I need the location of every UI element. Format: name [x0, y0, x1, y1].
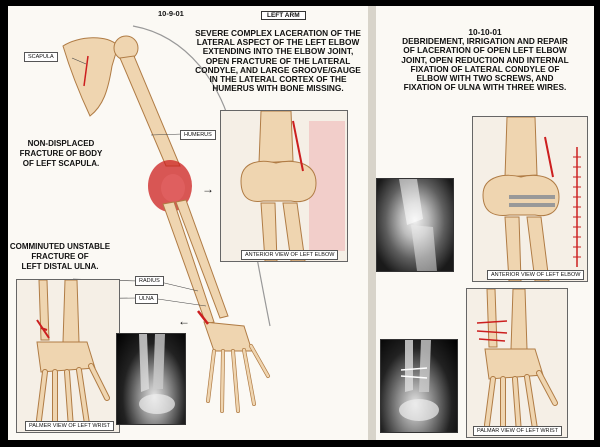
procedure-description: 10-10-01 DEBRIDEMENT, IRRIGATION AND REP… — [376, 27, 594, 92]
scapula-fracture-note: NON-DISPLACED FRACTURE OF BODY OF LEFT S… — [19, 139, 103, 168]
ulna-fracture-note: COMMINUTED UNSTABLE FRACTURE OF LEFT DIS… — [9, 242, 111, 271]
full-arm-illustration — [47, 25, 271, 413]
right-elbow-xray — [376, 178, 454, 272]
left-elbow-drawing — [240, 111, 345, 261]
right-wrist-drawing — [476, 289, 558, 436]
left-date: 10-9-01 — [158, 9, 184, 18]
right-wrist-panel: PALMAR VIEW OF LEFT WRIST — [466, 288, 568, 438]
right-wrist-caption: PALMAR VIEW OF LEFT WRIST — [473, 426, 563, 436]
right-elbow-xray-bones — [399, 179, 437, 271]
humerus-label: HUMERUS — [180, 130, 216, 140]
center-divider — [368, 6, 376, 440]
left-elbow-caption: ANTERIOR VIEW OF LEFT ELBOW — [241, 250, 339, 260]
left-wrist-drawing — [36, 280, 110, 431]
right-xray-bones — [399, 340, 439, 421]
scapula-label: SCAPULA — [24, 52, 58, 62]
right-elbow-drawing — [482, 117, 581, 281]
right-wrist-xray — [380, 339, 458, 433]
right-elbow-caption: ANTERIOR VIEW OF LEFT ELBOW — [487, 270, 585, 280]
wrist-arrow: ← — [178, 314, 190, 328]
injury-description: SEVERE COMPLEX LACERATION OF THE LATERAL… — [195, 28, 361, 94]
ulna-label: ULNA — [135, 294, 158, 304]
exhibit-board: 10-9-01 LEFT ARM SCAPULA HUMERUS RADIUS — [8, 6, 594, 440]
left-wrist-caption: PALMER VIEW OF LEFT WRIST — [25, 421, 115, 431]
left-wrist-xray — [116, 333, 186, 425]
elbow-arrow: → — [202, 182, 214, 196]
left-wrist-panel: PALMER VIEW OF LEFT WRIST — [16, 279, 120, 433]
radius-label: RADIUS — [135, 276, 164, 286]
right-date: 10-10-01 — [468, 27, 502, 37]
left-xray-bones — [139, 334, 175, 414]
left-arm-title: LEFT ARM — [261, 11, 306, 20]
right-elbow-panel: ANTERIOR VIEW OF LEFT ELBOW — [472, 116, 588, 282]
left-elbow-panel: ANTERIOR VIEW OF LEFT ELBOW — [220, 110, 348, 262]
